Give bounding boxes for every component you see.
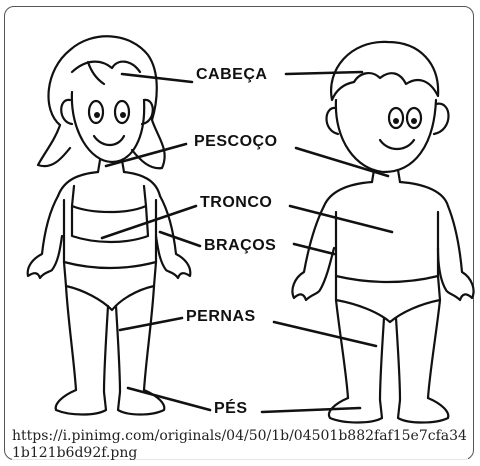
leader-trunk-boy bbox=[290, 206, 392, 232]
label-arms: BRAÇOS bbox=[204, 237, 276, 255]
girl-smile bbox=[94, 136, 124, 145]
boy-right-foot bbox=[398, 398, 448, 423]
leader-feet-girl bbox=[128, 388, 210, 410]
girl-bangs bbox=[72, 62, 140, 84]
label-legs: PERNAS bbox=[186, 308, 256, 326]
girl-right-foot bbox=[118, 390, 164, 415]
girl-face bbox=[72, 92, 144, 162]
leader-arms-boy bbox=[294, 244, 334, 254]
boy-smile bbox=[380, 140, 414, 149]
boy-face bbox=[336, 100, 436, 172]
girl-right-eye bbox=[115, 101, 129, 123]
girl-hair bbox=[38, 36, 165, 168]
label-head: CABEÇA bbox=[196, 66, 267, 84]
boy-figure bbox=[292, 42, 473, 423]
leader-head-boy bbox=[286, 72, 362, 74]
label-trunk: TRONCO bbox=[200, 194, 272, 212]
girl-figure bbox=[28, 36, 191, 414]
girl-left-arm bbox=[28, 196, 62, 278]
girl-left-foot bbox=[56, 390, 106, 415]
boy-torso bbox=[324, 182, 448, 276]
boy-right-arm bbox=[438, 206, 474, 300]
girl-underwear bbox=[64, 262, 156, 310]
boy-legs bbox=[336, 300, 440, 400]
leader-feet-boy bbox=[262, 408, 360, 412]
girl-left-eye bbox=[89, 101, 103, 123]
leader-neck-boy bbox=[296, 148, 388, 176]
boy-hair bbox=[331, 42, 438, 100]
girl-top bbox=[72, 186, 148, 242]
leader-legs-boy bbox=[274, 322, 376, 346]
source-url-caption: https://i.pinimg.com/originals/04/50/1b/… bbox=[12, 428, 468, 462]
leader-arms-girl bbox=[160, 232, 200, 246]
girl-left-ear bbox=[61, 100, 72, 124]
girl-legs bbox=[66, 286, 154, 392]
boy-left-foot bbox=[329, 398, 382, 423]
label-feet: PÉS bbox=[214, 400, 248, 418]
boy-underwear bbox=[336, 276, 440, 322]
label-neck: PESCOÇO bbox=[194, 133, 278, 151]
